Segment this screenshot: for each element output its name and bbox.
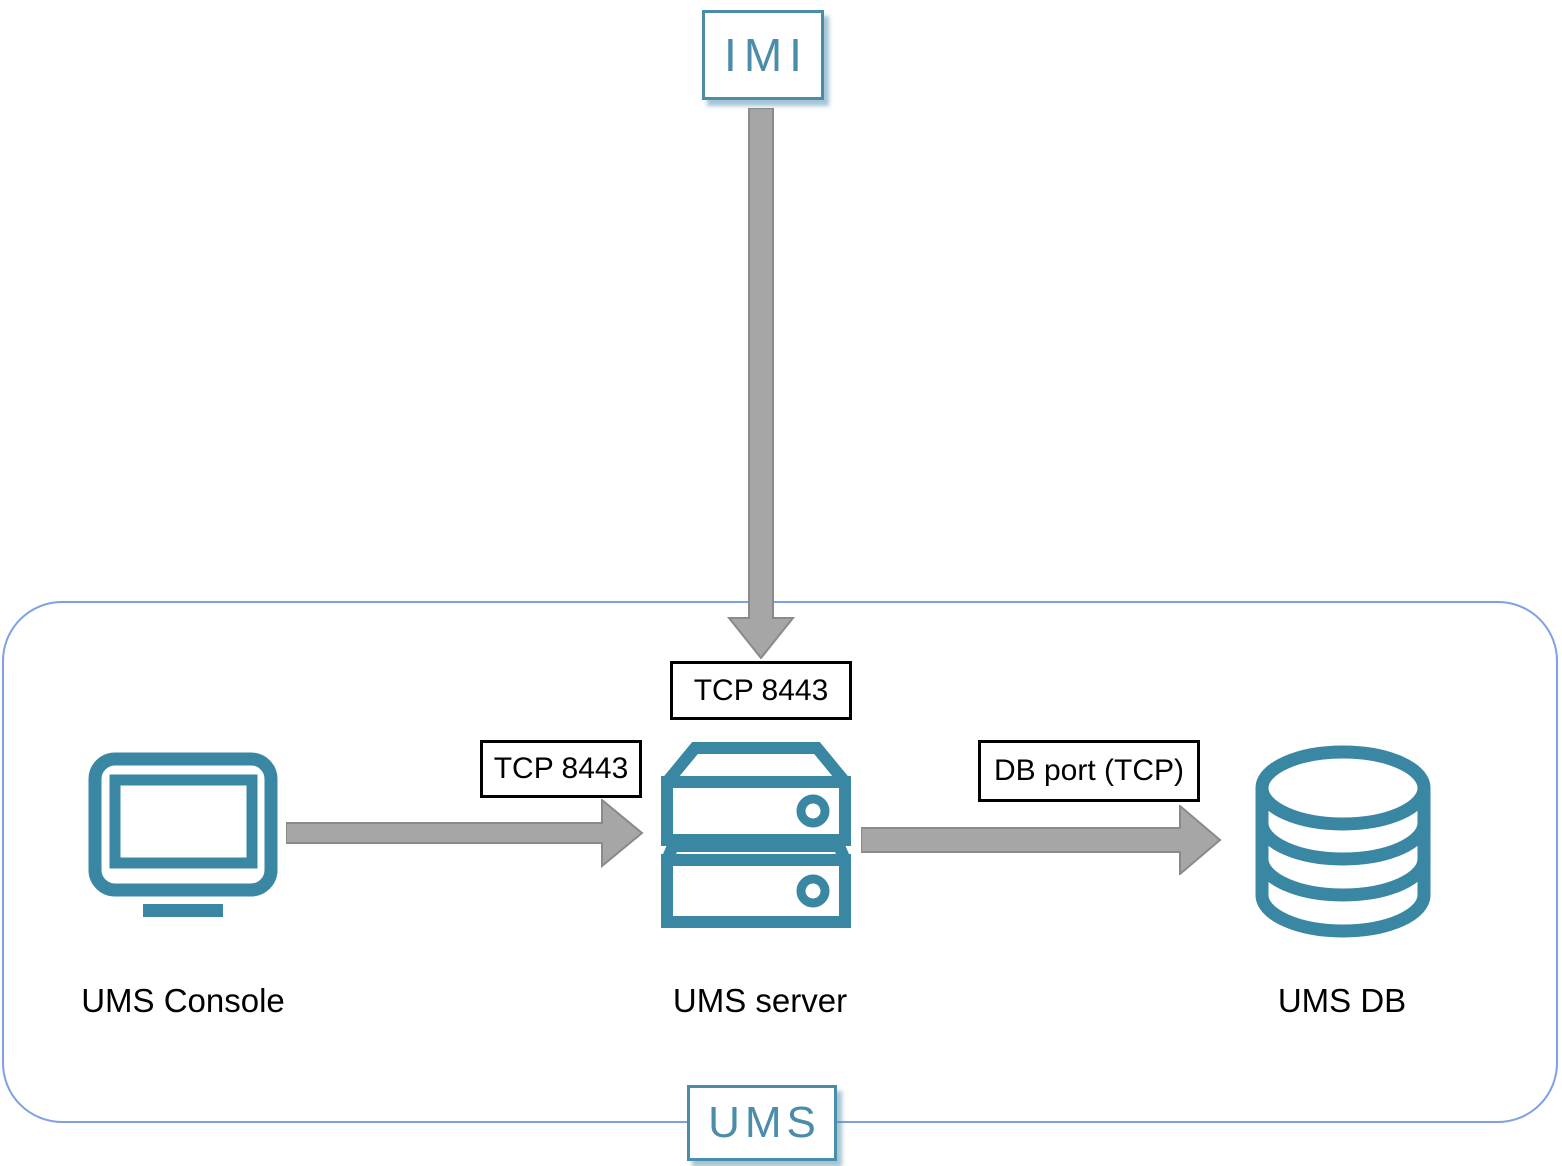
ums-container-label: UMS <box>687 1085 837 1161</box>
server-icon <box>661 742 851 928</box>
database-icon <box>1255 745 1431 938</box>
imi-node: IMI <box>702 10 824 100</box>
imi-label: IMI <box>724 29 809 81</box>
port-label-server-to-db: DB port (TCP) <box>978 740 1200 802</box>
port-label-text: TCP 8443 <box>493 752 629 785</box>
arrow-down-icon <box>726 108 796 659</box>
port-label-text: TCP 8443 <box>693 673 829 707</box>
port-label-text: DB port (TCP) <box>993 754 1185 787</box>
arrow-right-icon <box>286 799 644 869</box>
port-label-imi-to-server: TCP 8443 <box>670 661 852 720</box>
node-label-ums-server: UMS server <box>672 982 848 1019</box>
port-label-console-to-server: TCP 8443 <box>480 740 642 798</box>
node-label-ums-db: UMS DB <box>1277 982 1407 1019</box>
ums-label: UMS <box>708 1098 821 1147</box>
arrow-right-icon <box>861 805 1222 875</box>
node-label-ums-console: UMS Console <box>81 982 285 1019</box>
monitor-icon <box>88 752 278 917</box>
